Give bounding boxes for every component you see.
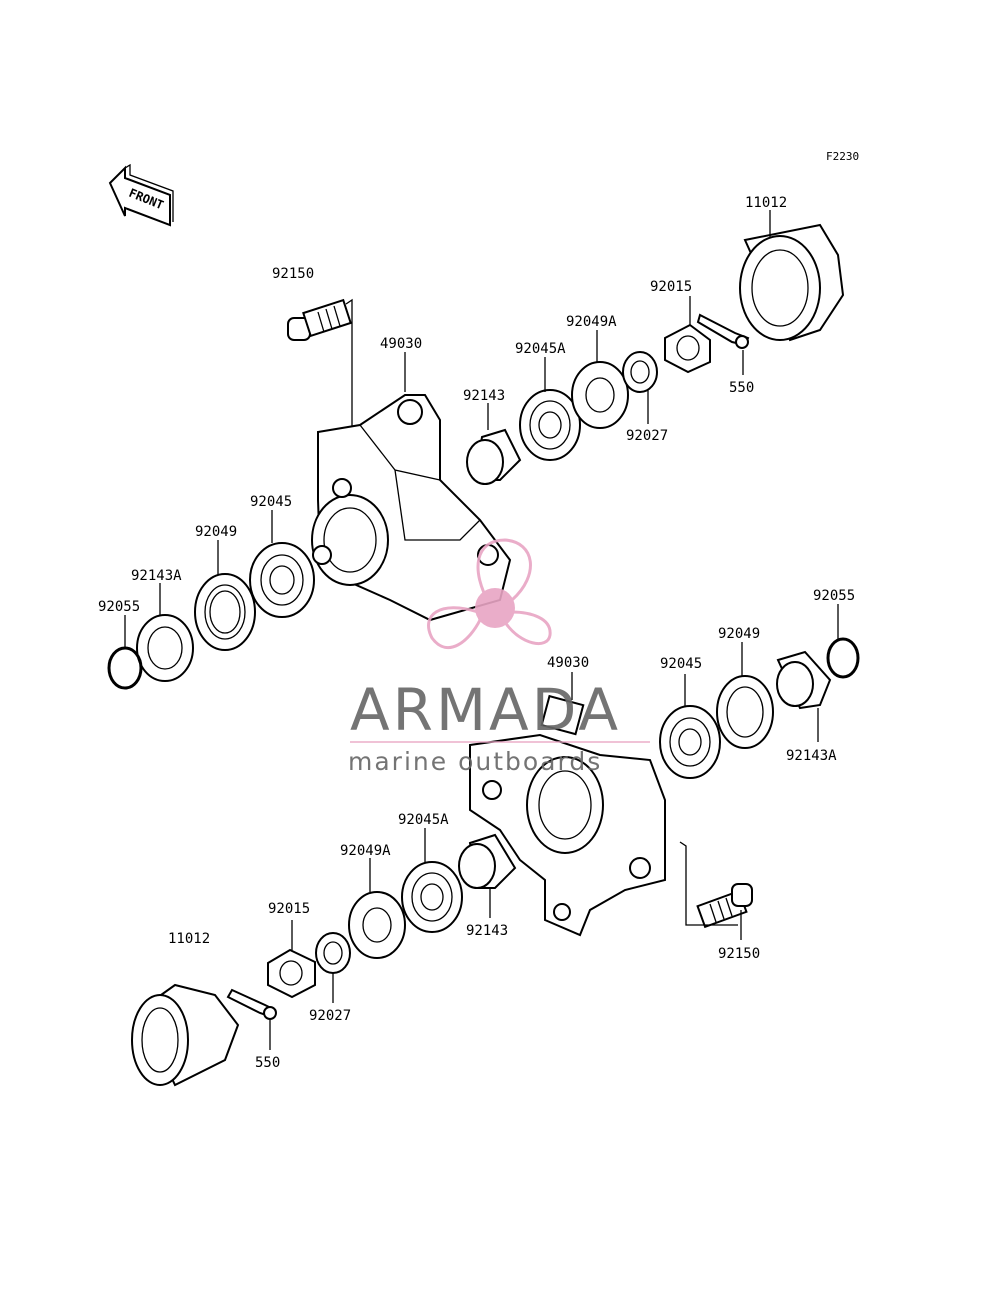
bearing-92045A-upper: [519, 389, 581, 461]
cap-11012-lower: [131, 983, 240, 1087]
lower-assembly: 92055 92049 92045 49030 92143A 92045A 92…: [131, 588, 860, 1087]
label-92150-lower: 92150: [718, 946, 760, 962]
castle-nut-92015-lower: [267, 948, 316, 999]
label-92150-upper: 92150: [272, 266, 314, 282]
label-92143-lower: 92143: [466, 923, 508, 939]
collar-92143-upper: [466, 428, 522, 485]
label-92027-upper: 92027: [626, 428, 668, 444]
collar-92143-lower: [458, 833, 517, 889]
knuckle-49030-upper: [311, 394, 512, 622]
label-49030-lower: 49030: [547, 655, 589, 671]
o-ring-92055-upper: [107, 646, 143, 690]
label-92055-upper: 92055: [98, 599, 140, 615]
seal-92049A-lower: [348, 891, 406, 959]
label-92143-upper: 92143: [463, 388, 505, 404]
bearing-92045-lower: [659, 705, 721, 779]
label-92049A-lower: 92049A: [340, 843, 391, 859]
label-92045-lower: 92045: [660, 656, 702, 672]
label-92049A-upper: 92049A: [566, 314, 617, 330]
seal-92049A-upper: [571, 361, 629, 429]
label-11012-lower: 11012: [168, 931, 210, 947]
label-49030-upper: 49030: [380, 336, 422, 352]
stud-92150-lower: [696, 883, 753, 929]
label-92049-lower: 92049: [718, 626, 760, 642]
collar-92143A-lower: [776, 650, 832, 710]
label-92027-lower: 92027: [309, 1008, 351, 1024]
label-92045-upper: 92045: [250, 494, 292, 510]
seal-92049-upper: [194, 573, 256, 651]
label-92143A-lower: 92143A: [786, 748, 837, 764]
cotter-pin-550-lower: [226, 988, 277, 1020]
label-11012-upper: 11012: [745, 195, 787, 211]
o-ring-92055-lower: [826, 637, 860, 679]
watermark-subtitle: marine outboards: [348, 747, 602, 776]
seal-92049-lower: [716, 675, 774, 749]
castle-nut-92015-upper: [664, 323, 711, 374]
bearing-92045A-lower: [401, 861, 463, 933]
diagram-ref-code: F2230: [826, 150, 859, 163]
label-92055-lower: 92055: [813, 588, 855, 604]
stud-92150-upper: [287, 298, 352, 341]
washer-92027-lower: [315, 932, 351, 974]
cotter-pin-550-upper: [696, 313, 750, 349]
cap-11012-upper: [739, 223, 845, 342]
label-92015-lower: 92015: [268, 901, 310, 917]
washer-92027-upper: [622, 351, 658, 393]
armada-watermark: ARMADA marine outboards: [348, 538, 650, 776]
label-92045A-lower: 92045A: [398, 812, 449, 828]
knuckle-49030-lower: [469, 694, 666, 937]
propeller-logo-icon: [427, 538, 552, 650]
watermark-title: ARMADA: [350, 676, 621, 744]
bearing-92045-upper: [249, 542, 315, 618]
label-92015-upper: 92015: [650, 279, 692, 295]
upper-assembly: 92150 49030 92143 92045A 92049A 92015 11…: [98, 195, 845, 690]
front-direction-arrow: FRONT: [108, 163, 174, 227]
leader-92150-lower: [679, 841, 738, 926]
label-550-lower: 550: [255, 1055, 280, 1071]
collar-92143A-upper: [136, 614, 194, 682]
label-92049-upper: 92049: [195, 524, 237, 540]
label-92143A-upper: 92143A: [131, 568, 182, 584]
label-92045A-upper: 92045A: [515, 341, 566, 357]
label-550-upper: 550: [729, 380, 754, 396]
